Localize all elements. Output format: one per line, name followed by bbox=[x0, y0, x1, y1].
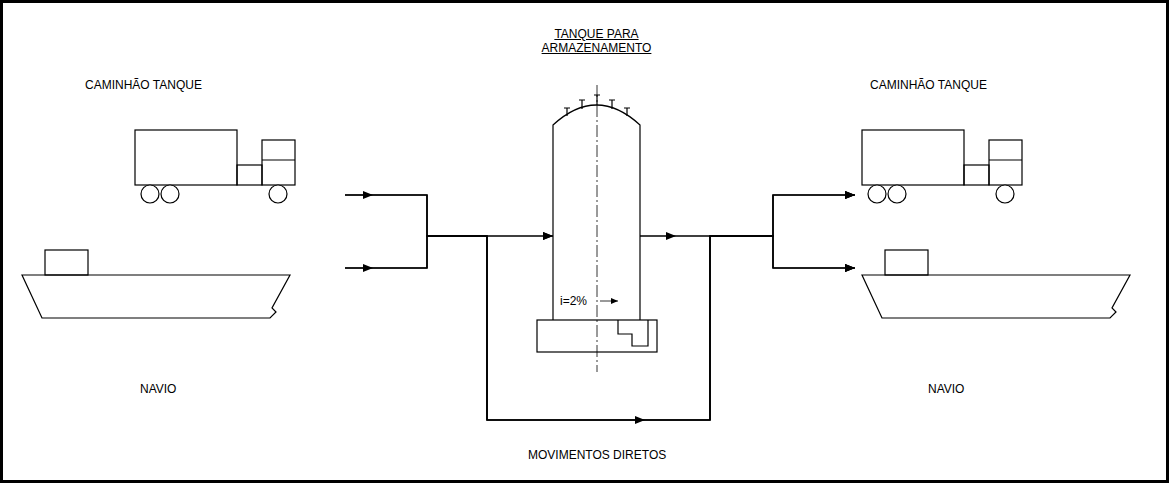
ship bbox=[22, 250, 290, 318]
tank-truck bbox=[862, 130, 1022, 203]
tank-truck bbox=[135, 130, 295, 203]
flow-line bbox=[345, 195, 553, 236]
terminal-node: CAMINHÃO TANQUE bbox=[855, 75, 1070, 200]
flow-line bbox=[345, 195, 855, 420]
node-label: NAVIO bbox=[928, 382, 964, 396]
node-label: NAVIO bbox=[140, 382, 176, 396]
flow-arrowheads bbox=[363, 191, 676, 424]
terminal-node: CAMINHÃO TANQUE bbox=[80, 75, 345, 200]
flow-line bbox=[345, 236, 553, 268]
flow-line bbox=[640, 195, 855, 236]
flow-line bbox=[345, 236, 855, 420]
slope-note: i=2% bbox=[559, 294, 588, 308]
terminal-node: NAVIO bbox=[20, 245, 345, 405]
flow-label: MOVIMENTOS DIRETOS bbox=[528, 448, 666, 462]
storage-tank-node: TANQUE PARA ARMAZENAMENTOi=2% bbox=[553, 95, 640, 355]
storage-tank bbox=[537, 85, 657, 372]
terminal-node: NAVIO bbox=[855, 245, 1145, 405]
ship bbox=[862, 250, 1130, 318]
flow-line bbox=[345, 195, 855, 420]
flow-line bbox=[345, 195, 855, 420]
tank-heading: TANQUE PARA ARMAZENAMENTO bbox=[531, 27, 662, 55]
flow-line bbox=[640, 236, 855, 268]
node-label: CAMINHÃO TANQUE bbox=[85, 78, 202, 92]
node-label: CAMINHÃO TANQUE bbox=[870, 78, 987, 92]
